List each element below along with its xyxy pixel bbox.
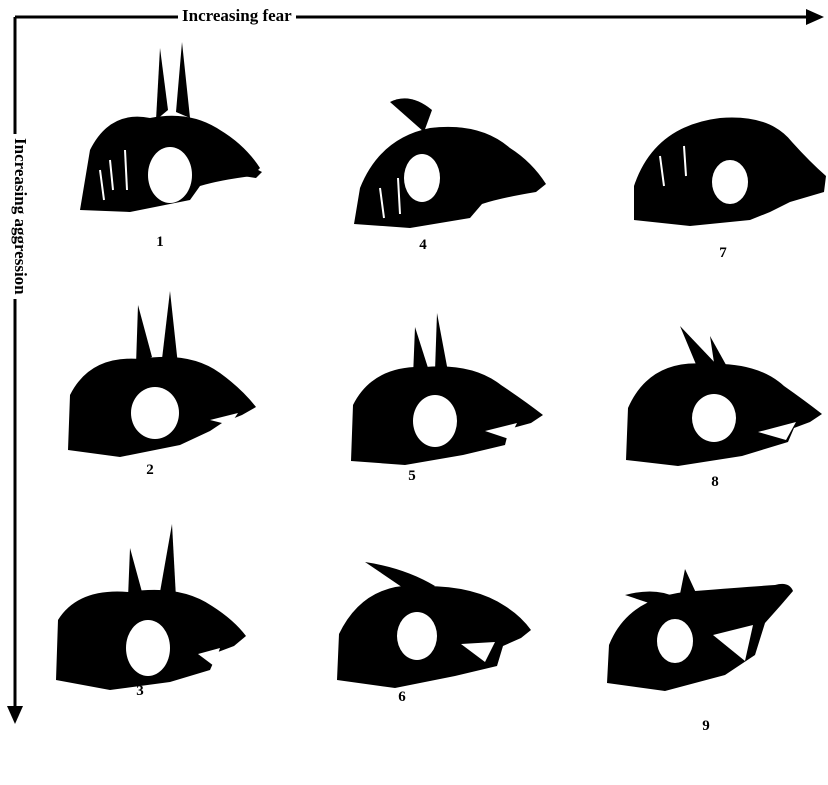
- panel-number: 8: [700, 475, 730, 490]
- dog-head-ears-mid-snarl-icon: [345, 305, 565, 525]
- y-axis-arrowhead-icon: [7, 706, 23, 724]
- panel-7: 7: [630, 96, 828, 316]
- dog-head-ears-flat-icon: [630, 96, 828, 316]
- panel-number: 4: [408, 238, 438, 253]
- panel-number: 2: [135, 463, 165, 478]
- panel-number: 7: [708, 246, 738, 261]
- y-axis-label: Increasing aggression: [12, 134, 29, 299]
- panel-6: 6: [335, 550, 555, 770]
- panel-number: 5: [397, 469, 427, 484]
- x-axis-label: Increasing fear: [178, 7, 296, 24]
- panel-2: 2: [60, 285, 280, 505]
- x-axis-arrowhead-icon: [806, 9, 824, 25]
- panel-3: 3: [50, 520, 270, 740]
- dog-head-neutral-icon: [70, 40, 290, 260]
- panel-number: 6: [387, 690, 417, 705]
- panel-5: 5: [345, 305, 565, 525]
- panel-number: 1: [145, 235, 175, 250]
- dog-head-ears-flat-full-snarl-icon: [605, 565, 825, 785]
- panel-number: 3: [125, 684, 155, 699]
- panel-1: 1: [70, 40, 290, 260]
- panel-8: 8: [618, 318, 828, 538]
- dog-head-ears-back-icon: [350, 78, 570, 298]
- dog-head-aggressive-snarl-icon: [50, 520, 270, 740]
- dog-head-ears-back-snarl-icon: [618, 318, 828, 538]
- panel-9: 9: [605, 565, 825, 785]
- dog-head-alert-snarl-icon: [60, 285, 280, 505]
- panel-4: 4: [350, 78, 570, 298]
- dog-head-ears-back-open-mouth-icon: [335, 550, 555, 770]
- panel-number: 9: [691, 719, 721, 734]
